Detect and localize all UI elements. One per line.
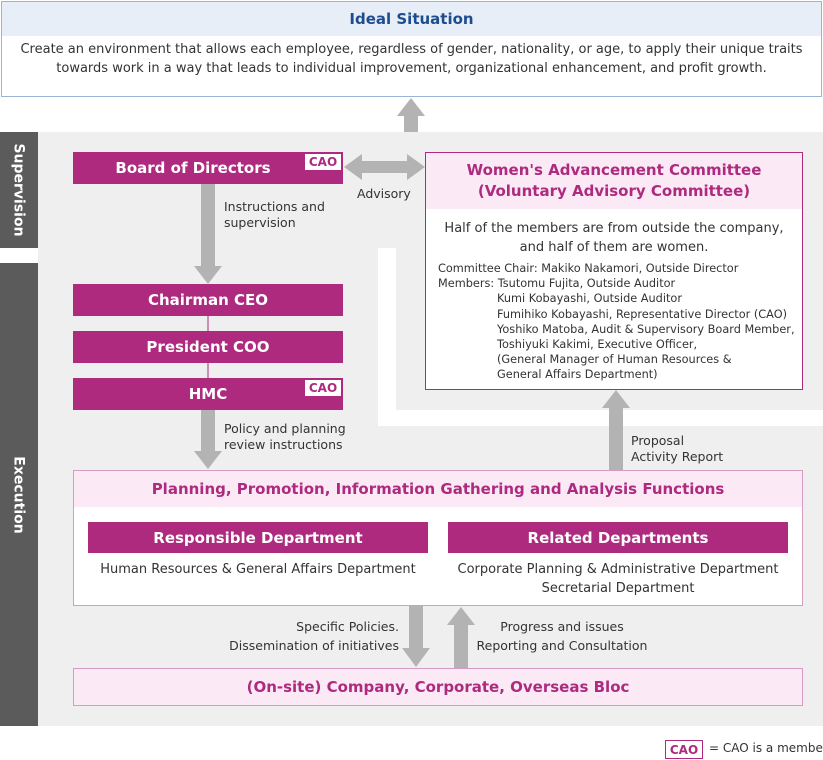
proposal-label: Proposal Activity Report (631, 433, 724, 464)
supervision-label: Supervision (0, 132, 38, 248)
womens-advancement-committee-box: Women's Advancement Committee (Voluntary… (425, 152, 803, 390)
arrow-planning-to-committee (602, 390, 630, 470)
advisory-label: Advisory (357, 186, 411, 201)
policy-label: Policy and planning review instructions (224, 421, 346, 452)
committee-member: (General Manager of Human Resources & (497, 353, 732, 367)
ideal-situation-text: Create an environment that allows each e… (20, 42, 803, 76)
related-departments-text: Corporate Planning & Administrative Depa… (457, 562, 779, 596)
president-coo-box: President COO (73, 331, 343, 363)
dissemination-label: Specific Policies. Dissemination of init… (229, 619, 399, 653)
related-departments-header: Related Departments (448, 522, 788, 553)
board-of-directors-label: Board of Directors (115, 159, 271, 177)
committee-member: Fumihiko Kobayashi, Representative Direc… (497, 307, 787, 321)
legend-cao-badge: CAO (665, 740, 703, 759)
committee-member: Yoshiko Matoba, Audit & Supervisory Boar… (497, 322, 795, 336)
legend-text: = CAO is a member (709, 741, 823, 755)
instructions-label: Instructions and supervision (224, 199, 325, 230)
committee-chair: Committee Chair: Makiko Nakamori, Outsid… (438, 262, 739, 275)
arrow-up-to-ideal (397, 98, 425, 132)
committee-members-list: Committee Chair: Makiko Nakamori, Outsid… (438, 261, 798, 383)
arrow-onsite-to-planning (447, 607, 475, 668)
committee-member: General Affairs Department) (497, 368, 658, 382)
onsite-bloc-box: (On-site) Company, Corporate, Overseas B… (73, 668, 803, 706)
hmc-cao-badge: CAO (304, 379, 342, 397)
ideal-situation-box: Ideal Situation Create an environment th… (1, 1, 822, 97)
arrow-planning-to-onsite (402, 606, 430, 667)
planning-functions-box: Planning, Promotion, Information Gatheri… (73, 470, 803, 606)
committee-member: Kumi Kobayashi, Outside Auditor (497, 292, 682, 306)
committee-member: Toshiyuki Kakimi, Executive Officer, (497, 338, 698, 352)
arrow-board-to-chairman (194, 183, 222, 284)
committee-title: Women's Advancement Committee (Voluntary… (426, 153, 802, 209)
ideal-situation-title: Ideal Situation (2, 2, 821, 36)
arrow-advisory (344, 154, 425, 180)
chairman-ceo-box: Chairman CEO (73, 284, 343, 316)
hmc-box: HMC (73, 378, 343, 410)
committee-summary: Half of the members are from outside the… (444, 221, 784, 255)
execution-label: Execution (0, 263, 38, 726)
planning-functions-title: Planning, Promotion, Information Gatheri… (74, 471, 802, 507)
arrow-hmc-to-planning (194, 410, 222, 469)
responsible-department-text: Human Resources & General Affairs Depart… (100, 562, 416, 577)
hmc-label: HMC (188, 385, 228, 403)
board-cao-badge: CAO (304, 153, 342, 171)
reporting-label: Progress and issues Reporting and Consul… (476, 619, 648, 653)
responsible-department-header: Responsible Department (88, 522, 428, 553)
board-of-directors-box: Board of Directors (73, 152, 343, 184)
committee-members-first: Members: Tsutomu Fujita, Outside Auditor (438, 277, 676, 291)
